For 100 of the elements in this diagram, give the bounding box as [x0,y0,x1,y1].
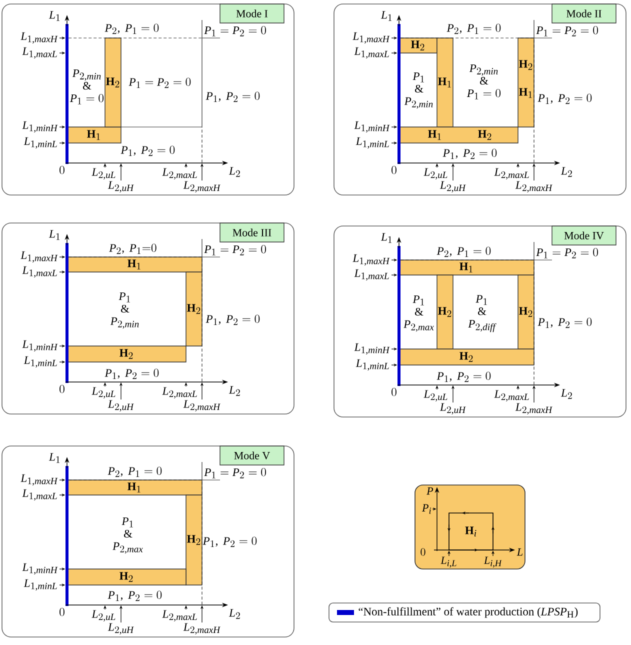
tick-label: $L_{2,uH}$ [108,400,134,412]
region-label: $\begin{array}{c}P_1\\ \&\\ P_{2,max}\end{array}$ [112,518,143,554]
hysteresis-band: $\mathbf{H}_2$ [436,274,454,350]
tick-label: $0$ [392,166,396,174]
tick-label: $0$ [60,384,64,394]
region-label: $P_1,\ P_2 = 0$ [202,536,257,547]
tick-label: $L_{1,maxH}$ [352,254,390,266]
region-label: $P_1 = P_2 = 0$ [128,78,191,88]
axis-label: $L_2$ [560,389,572,399]
hysteresis-band: $\mathbf{H}_1$ [66,256,202,272]
hysteresis-band: $\mathbf{H}_2$ [186,272,202,346]
region-label: $\begin{array}{c}P_1\\ \&\\ P_{2,min}\end{array}$ [110,292,139,329]
hysteresis-band: $\mathbf{H}_2$ [518,274,534,350]
tick-label: $L_{2,uL}$ [92,610,116,622]
region-label: $P_1 = P_2 = 0$ [536,26,598,36]
tick-label: $P_i$ [422,504,432,514]
mode-tag: Mode IV [552,226,616,246]
region-label: $P_1 = P_2 = 0$ [536,248,598,258]
tick-label: $L_{2,uH}$ [440,181,466,192]
axis-label: $L_2$ [560,167,572,177]
region-label: $P_1,\ P_2 = 0$ [206,92,260,102]
tick-label: $L_{2,uL}$ [424,390,448,402]
hysteresis-band: $\mathbf{H}_2$ [398,38,438,54]
axis-label: $P$ [426,487,434,495]
region-label: $P_2,\ P_1{=}0$ [109,244,156,254]
tick-label: $L_{2,maxH}$ [183,181,220,192]
tick-label: $L_{1,minL}$ [24,579,57,591]
tick-label: $L_{1,maxH}$ [20,32,58,44]
tick-label: $L_{1,minH}$ [22,563,58,575]
region-label: $P_2,\ P_1 = 0$ [446,24,501,34]
region-label: $P_1,\ P_2 = 0$ [108,590,162,601]
tick-label: $L_{1,maxL}$ [354,47,389,59]
tick-label: $L_{1,maxL}$ [22,489,57,501]
tick-label: $L_{1,maxL}$ [22,266,57,278]
tick-label: $L_{1,minL}$ [24,137,57,149]
mode-tag: Mode I [220,4,284,24]
tick-label: $L_{1,maxL}$ [354,269,389,281]
tick-label: $L_{2,uL}$ [424,168,448,180]
region-label: $\begin{array}{c}P_{2,min}\\ \&\\ P_1 = 0\end{array}$ [466,64,501,100]
hysteresis-band: $\mathbf{H}_1$ $\mathbf{H}_2$ [398,126,518,144]
tick-label: $L_{1,minH}$ [22,121,58,133]
tick-label: $L_{1,minH}$ [22,340,58,352]
tick-label: $L_{i,H}$ [484,556,502,568]
tick-label: $L_{i,L}$ [440,556,456,568]
region-label: $P_1,\ P_2 = 0$ [120,146,175,156]
tick-label: $L_{2,maxH}$ [183,400,220,412]
tick-label: $L_{1,maxH}$ [20,251,58,263]
tick-label: $0$ [60,166,64,174]
tick-label: $L_{2,maxH}$ [515,181,552,192]
hysteresis-band: $\mathbf{H}_2$ [398,348,534,366]
region-label: $P_1 = P_2 = 0$ [204,468,266,478]
tick-label: $L_{1,minL}$ [356,137,389,149]
region-label: $P_1,\ P_2 = 0$ [104,368,159,379]
axis-label: $L$ [516,548,523,556]
axis-label: $L_2$ [228,609,240,619]
tick-label: $L_{2,maxL}$ [162,168,197,180]
tick-label: $L_{1,maxH}$ [352,32,390,44]
tick-label: $L_{1,maxL}$ [22,47,57,59]
region-label: $\begin{array}{c}P_1\\ \&\\ P_{2,max}\end{array}$ [404,296,434,332]
tick-label: $0$ [420,548,426,556]
region-label: $\begin{array}{c}P_1\\ \&\\ P_{2,diff}\end{array}$ [468,295,496,332]
tick-label: $L_{2,maxL}$ [162,387,197,398]
axis-label: $L_2$ [228,386,240,396]
axis-label: $L_1$ [48,230,60,240]
region-label: $P_1,\ P_2 = 0$ [538,94,592,104]
hysteresis-band: $\mathbf{H}_2$ [66,346,186,362]
tick-label: $L_{2,maxH}$ [183,623,220,634]
hysteresis-band: $\mathbf{H}_2$ [104,38,122,128]
tick-label: $L_{1,maxH}$ [20,474,58,486]
tick-label: $L_{2,uL}$ [92,168,116,180]
tick-label: $L_{2,uL}$ [92,387,116,398]
tick-label: $0$ [392,388,396,396]
tick-label: $L_{2,maxL}$ [494,168,529,180]
mode-tag: Mode III [220,222,284,242]
region-label: $P_1 = P_2 = 0$ [204,26,266,36]
tick-label: $L_{2,uH}$ [108,623,134,634]
hysteresis-band: $\mathbf{H}_1$ [398,260,534,276]
region-label: $P_1,\ P_2 = 0$ [538,318,592,328]
region-label: $\begin{array}{c}P_1\\ \&\\ P_{2,min}\end{array}$ [404,72,433,109]
hysteresis-band: $\mathbf{H}_2$ $\mathbf{H}_1$ [518,38,534,128]
region-label: $P_1,\ P_2 = 0$ [206,314,260,325]
hysteresis-band: $\mathbf{H}_1$ [66,480,202,496]
axis-label: $L_1$ [48,453,60,463]
region-label: $P_2,\ P_1 = 0$ [108,466,162,477]
region-label: $P_2,\ P_1 = 0$ [104,24,159,34]
region-label: $P_1 = P_2 = 0$ [204,245,266,256]
hysteresis-band: $\mathbf{H}_2$ [66,568,186,586]
tick-label: $0$ [60,608,64,616]
axis-label: $L_1$ [48,11,60,21]
region-label: $P_2,\ P_1 = 0$ [436,246,491,257]
legend-label: “Non-fulfillment” of water production (LPSP$_{H}$) [358,607,578,618]
axis-label: $L_2$ [228,167,240,177]
tick-label: $L_{2,uH}$ [440,403,466,414]
mode-tag: Mode II [552,4,616,24]
tick-label: $L_{1,minH}$ [354,121,390,133]
tick-label: $L_{1,minL}$ [356,359,389,371]
tick-label: $L_{2,maxL}$ [494,390,529,402]
axis-label: $L_1$ [380,233,392,243]
hysteresis-band: $\mathbf{H}_2$ [186,494,202,586]
tick-label: $L_{1,minH}$ [354,343,390,355]
